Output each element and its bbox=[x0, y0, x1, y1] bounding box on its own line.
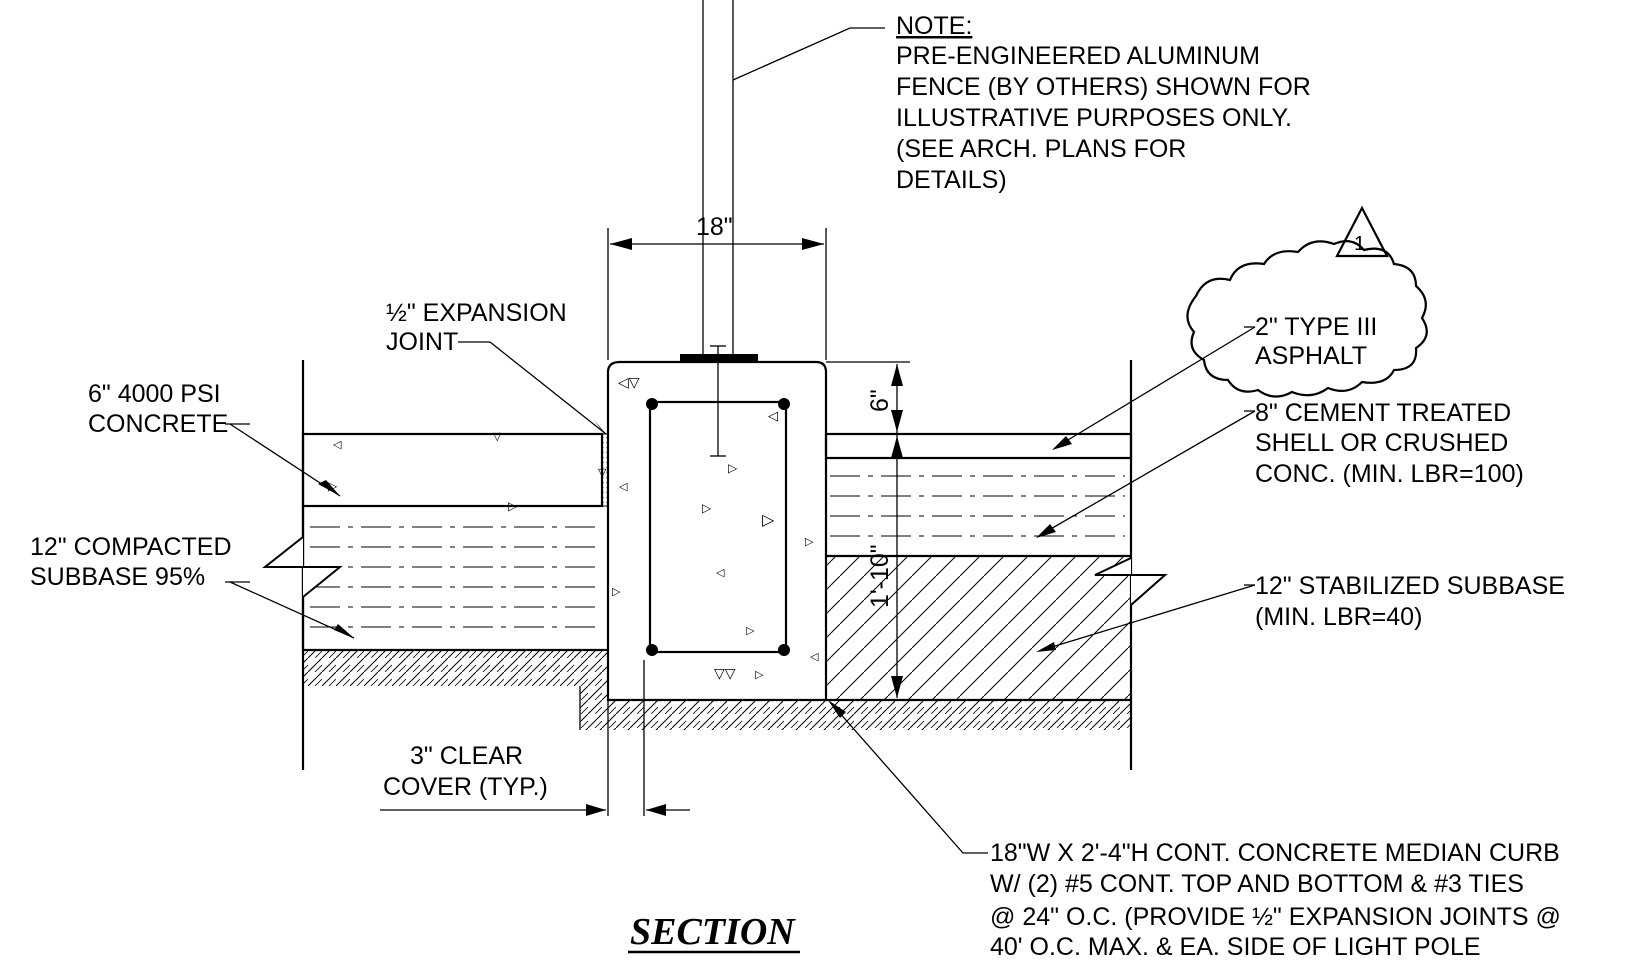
svg-text:◁: ◁ bbox=[810, 651, 819, 663]
svg-text:(MIN. LBR=40): (MIN. LBR=40) bbox=[1255, 603, 1422, 631]
svg-text:@ 24" O.C. (PROVIDE ½" EXPANSI: @ 24" O.C. (PROVIDE ½" EXPANSION JOINTS … bbox=[990, 903, 1561, 931]
rebar-bottom-left bbox=[646, 644, 658, 656]
label-curb: 18"W X 2'-4"H CONT. CONCRETE MEDIAN CURB… bbox=[990, 839, 1561, 961]
svg-text:◁: ◁ bbox=[716, 567, 725, 579]
dimension-width: 18" bbox=[607, 213, 827, 360]
label-stabilized-subbase: 12" STABILIZED SUBBASE (MIN. LBR=40) bbox=[1244, 572, 1565, 631]
svg-text:▷: ▷ bbox=[612, 586, 621, 598]
asphalt-layer bbox=[824, 432, 1133, 460]
svg-text:JOINT: JOINT bbox=[386, 328, 458, 356]
fence-post bbox=[680, 0, 758, 457]
svg-text:ASPHALT: ASPHALT bbox=[1255, 342, 1367, 370]
clear-cover-dimension bbox=[380, 660, 690, 816]
svg-text:SHELL OR CRUSHED: SHELL OR CRUSHED bbox=[1255, 429, 1508, 457]
note-line: FENCE (BY OTHERS) SHOWN FOR bbox=[896, 73, 1311, 101]
label-compacted-subbase: 12" COMPACTED SUBBASE 95% bbox=[30, 533, 250, 591]
svg-text:2" TYPE III: 2" TYPE III bbox=[1255, 313, 1377, 341]
revision-cloud: 1 bbox=[1186, 205, 1428, 398]
note-line: DETAILS) bbox=[896, 166, 1007, 194]
label-clear-cover: 3" CLEAR COVER (TYP.) bbox=[383, 742, 548, 801]
svg-text:◁▽: ◁▽ bbox=[618, 374, 640, 390]
note-block: NOTE: PRE-ENGINEERED ALUMINUM FENCE (BY … bbox=[896, 12, 1311, 194]
svg-text:◁: ◁ bbox=[768, 408, 778, 423]
note-line: (SEE ARCH. PLANS FOR bbox=[896, 135, 1186, 163]
svg-text:▷: ▷ bbox=[762, 512, 775, 529]
svg-text:SUBBASE 95%: SUBBASE 95% bbox=[30, 563, 205, 591]
svg-text:CONC. (MIN. LBR=100): CONC. (MIN. LBR=100) bbox=[1255, 460, 1524, 488]
dimension-depth-total-label: 1'-10" bbox=[866, 544, 894, 608]
svg-text:3" CLEAR: 3" CLEAR bbox=[410, 742, 523, 770]
svg-text:CONCRETE: CONCRETE bbox=[88, 410, 228, 438]
svg-text:W/ (2) #5 CONT. TOP AND BOTTOM: W/ (2) #5 CONT. TOP AND BOTTOM & #3 TIES bbox=[990, 870, 1524, 898]
svg-text:▷: ▷ bbox=[702, 501, 712, 515]
note-line: PRE-ENGINEERED ALUMINUM bbox=[896, 42, 1260, 70]
svg-text:▷: ▷ bbox=[755, 669, 764, 681]
dimension-depth: 6" 1'-10" bbox=[826, 361, 910, 698]
svg-text:SECTION: SECTION bbox=[630, 911, 796, 953]
rebar-top-right bbox=[778, 398, 790, 410]
svg-text:12" COMPACTED: 12" COMPACTED bbox=[30, 533, 232, 561]
dimension-width-label: 18" bbox=[696, 213, 733, 241]
left-subbase-dashes bbox=[310, 526, 600, 628]
label-concrete: 6" 4000 PSI CONCRETE bbox=[88, 380, 250, 438]
svg-text:18"W X 2'-4"H CONT. CONCRETE M: 18"W X 2'-4"H CONT. CONCRETE MEDIAN CURB bbox=[990, 839, 1560, 867]
svg-text:◁: ◁ bbox=[619, 481, 628, 493]
rebar-cage bbox=[648, 400, 788, 654]
svg-text:▷: ▷ bbox=[746, 625, 755, 637]
right-pavement bbox=[608, 360, 1168, 770]
revision-triangle bbox=[1335, 205, 1389, 258]
rebar-bottom-right bbox=[778, 644, 790, 656]
svg-text:12" STABILIZED SUBBASE: 12" STABILIZED SUBBASE bbox=[1255, 572, 1565, 600]
svg-text:8" CEMENT TREATED: 8" CEMENT TREATED bbox=[1255, 399, 1511, 427]
note-heading: NOTE: bbox=[896, 12, 972, 40]
label-asphalt: 2" TYPE III ASPHALT bbox=[1244, 313, 1377, 370]
svg-text:▷: ▷ bbox=[328, 479, 338, 493]
dimension-depth-top-label: 6" bbox=[866, 389, 894, 412]
svg-text:▽▽: ▽▽ bbox=[714, 665, 736, 681]
section-title: SECTION bbox=[628, 911, 800, 954]
median-curb: ◁▽ ◁ ▷ ▷ ▷ ◁ ▷ ◁ ▷ ▷ ▽▽ ▷ ◁ bbox=[606, 360, 828, 702]
label-cement-shell: 8" CEMENT TREATED SHELL OR CRUSHED CONC.… bbox=[1244, 399, 1524, 488]
note-line: ILLUSTRATIVE PURPOSES ONLY. bbox=[896, 104, 1292, 132]
right-base-dashes bbox=[830, 475, 1125, 537]
svg-text:▷: ▷ bbox=[728, 461, 738, 475]
svg-text:◁: ◁ bbox=[333, 439, 342, 451]
rebar-top-left bbox=[646, 398, 658, 410]
svg-text:40' O.C. MAX. & EA. SIDE OF LI: 40' O.C. MAX. & EA. SIDE OF LIGHT POLE bbox=[990, 933, 1481, 961]
left-pavement: ◁ ▽ ▷ ▽ ▷ bbox=[262, 360, 608, 770]
svg-text:6" 4000 PSI: 6" 4000 PSI bbox=[88, 380, 221, 408]
leaders bbox=[229, 27, 1256, 854]
svg-text:▷: ▷ bbox=[805, 536, 814, 548]
svg-text:½" EXPANSION: ½" EXPANSION bbox=[386, 299, 567, 327]
label-expansion-joint: ½" EXPANSION JOINT bbox=[386, 299, 567, 356]
revision-number: 1 bbox=[1354, 233, 1365, 255]
svg-text:▽: ▽ bbox=[493, 431, 502, 443]
svg-text:▷: ▷ bbox=[508, 499, 518, 513]
svg-text:COVER (TYP.): COVER (TYP.) bbox=[383, 773, 548, 801]
